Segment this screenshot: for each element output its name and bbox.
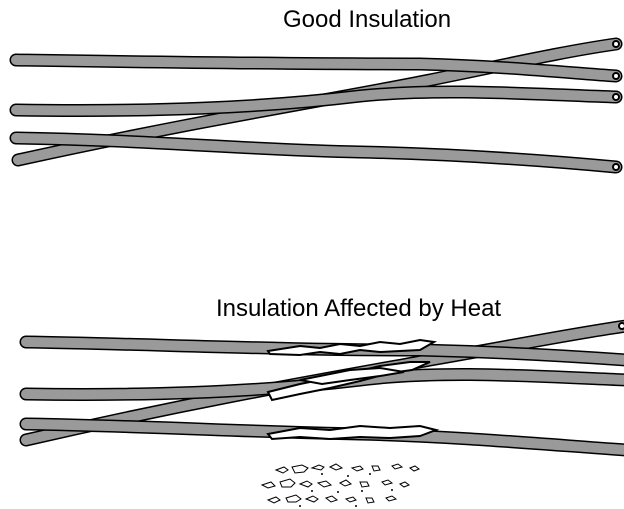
debris-flake <box>359 481 370 488</box>
debris-dot <box>321 473 323 475</box>
debris-dot <box>369 473 371 475</box>
debris-flake <box>285 494 302 503</box>
debris-dot <box>391 489 393 491</box>
insulation-damage <box>266 338 440 441</box>
wire-end-cap <box>612 93 620 101</box>
wire-end-cap <box>612 72 620 80</box>
debris-flake <box>391 463 404 470</box>
debris-flake <box>304 495 319 503</box>
wire-end-cap <box>612 40 620 48</box>
debris-flake <box>279 478 296 488</box>
debris-flake <box>260 481 276 489</box>
debris-flake <box>310 464 325 471</box>
debris-flake <box>381 479 394 486</box>
debris-flake <box>328 463 344 471</box>
debris-flake <box>316 480 333 488</box>
wire-end-cap <box>618 322 624 330</box>
wire-end-caps <box>612 40 620 171</box>
debris-dot <box>347 475 349 477</box>
wire-end-cap <box>612 163 620 171</box>
damage-crack <box>266 424 440 441</box>
damage-crack <box>299 366 405 386</box>
debris-flake <box>408 465 421 472</box>
debris-flake <box>324 495 339 503</box>
debris-flake <box>350 465 364 472</box>
debris-dot <box>299 505 301 507</box>
damage-crack <box>266 338 438 357</box>
debris-flake <box>291 464 309 474</box>
debris-flake <box>365 497 375 504</box>
good-insulation-bundle <box>9 37 623 174</box>
debris-flake <box>274 466 289 474</box>
good-insulation-title: Good Insulation <box>283 6 452 33</box>
debris-dot <box>355 505 357 507</box>
insulation-debris <box>260 463 421 507</box>
debris-flake <box>398 481 411 488</box>
heat-affected-bundle <box>19 319 624 507</box>
debris-flake <box>385 495 398 502</box>
debris-dot <box>337 491 339 493</box>
debris-flake <box>298 480 313 488</box>
debris-flake <box>266 496 281 504</box>
debris-dot <box>311 490 313 492</box>
heat-affected-title: Insulation Affected by Heat <box>216 295 502 322</box>
debris-flake <box>371 465 381 472</box>
debris-flake <box>344 496 357 503</box>
debris-dot <box>361 490 363 492</box>
debris-flake <box>338 479 353 487</box>
